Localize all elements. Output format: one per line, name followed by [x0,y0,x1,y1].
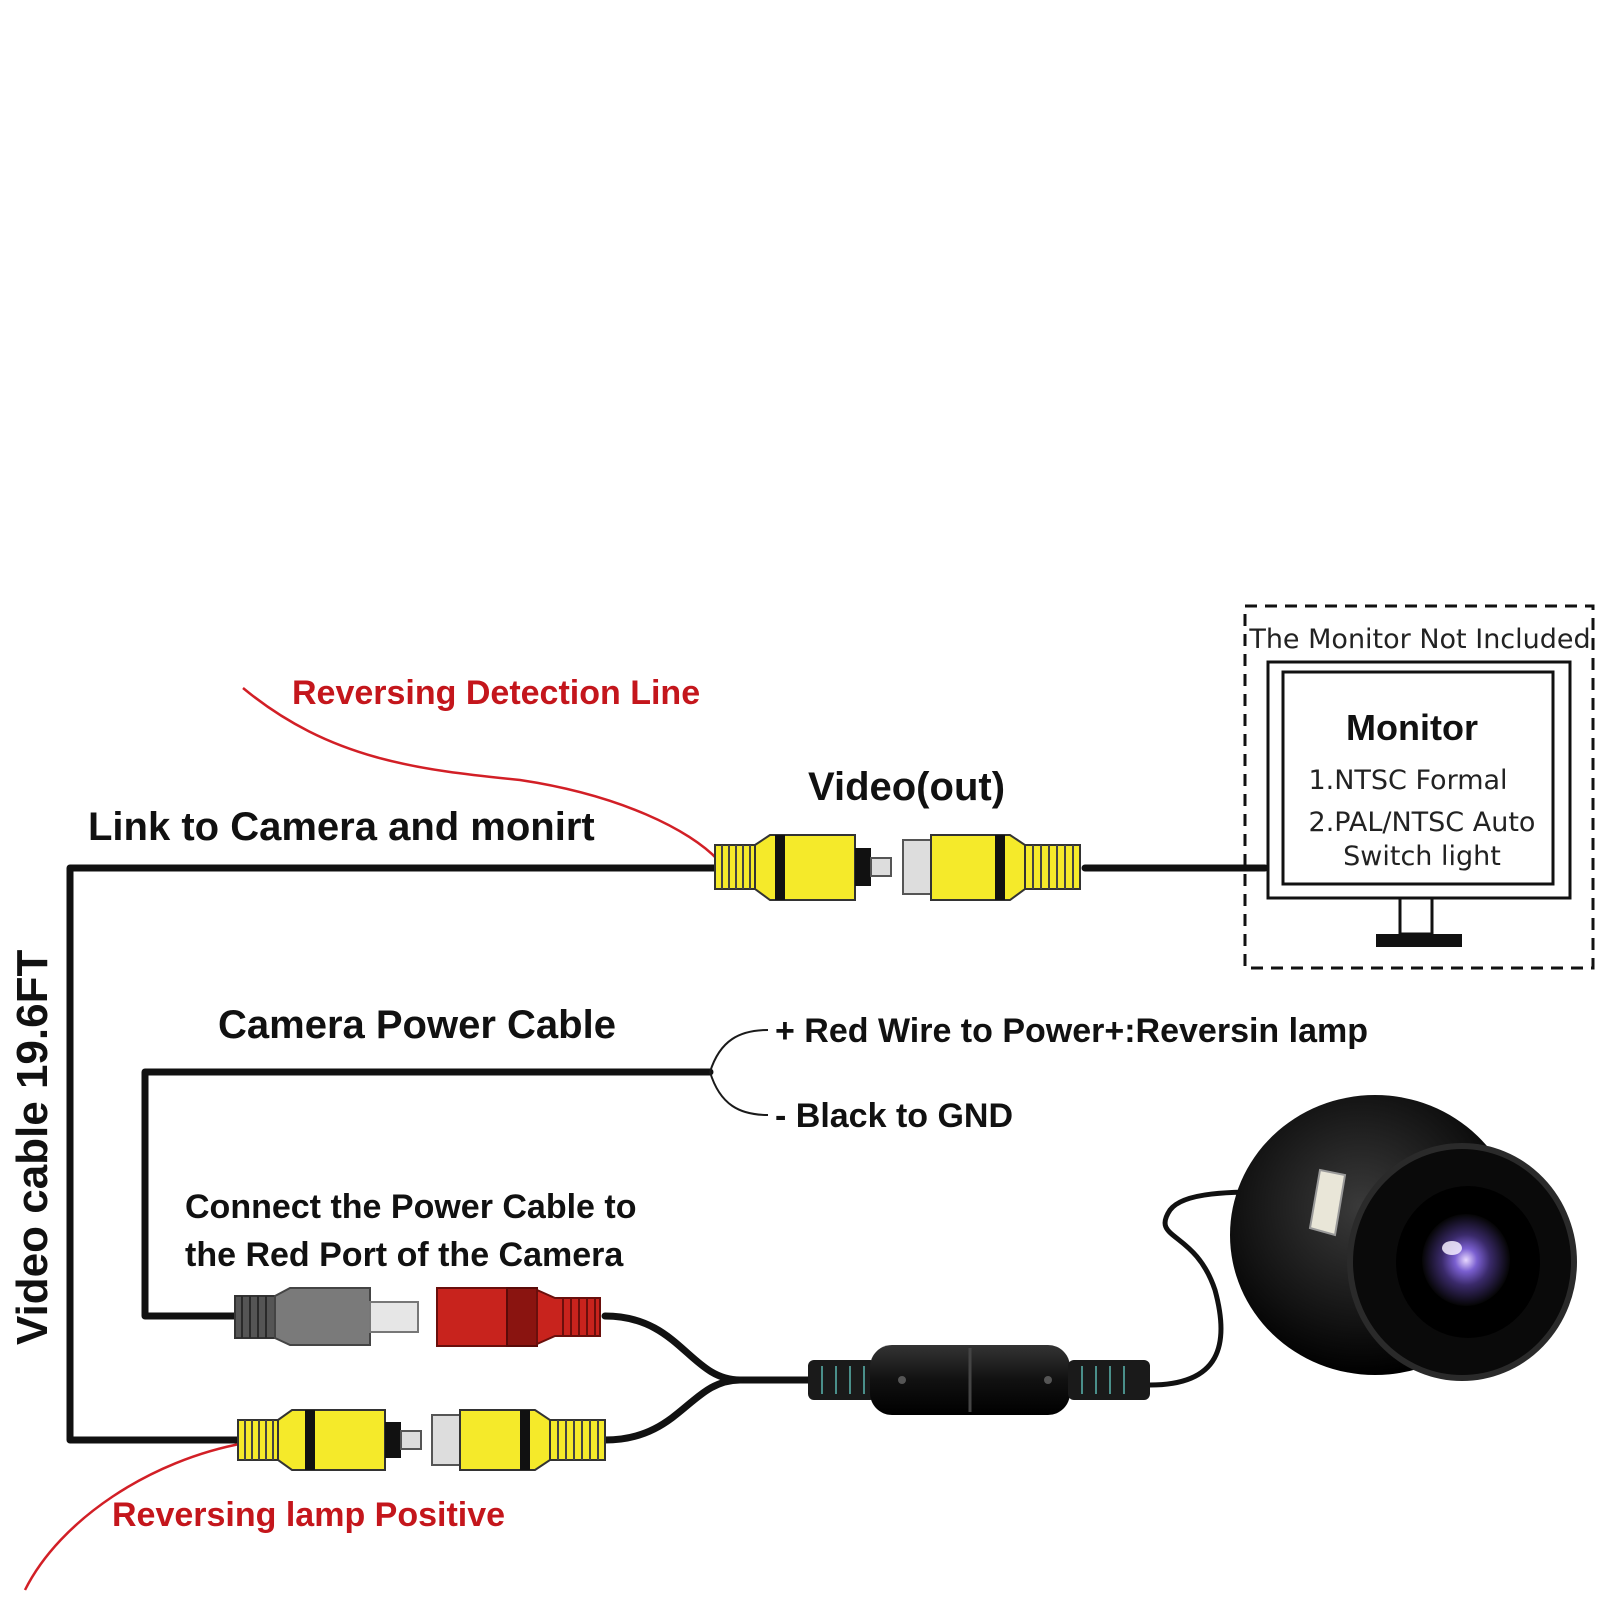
connect-power-label-line2: the Red Port of the Camera [185,1236,624,1274]
y-split-wire-yellow [601,1376,744,1444]
red-wire-label: + Red Wire to Power+:Reversin lamp [775,1012,1368,1050]
monitor-title: Monitor [1346,707,1478,748]
top-rca-female-plug [902,834,1081,901]
monitor-neck [1398,896,1434,936]
monitor-stand [1376,934,1462,947]
wires [66,864,1291,1444]
camera-pigtail-wire [1149,1189,1291,1388]
red-wire-branch [709,1029,769,1073]
camera-power-cable-label: Camera Power Cable [218,1003,616,1047]
black-wire-branch [709,1071,769,1116]
bottom-rca-female-plug [431,1409,606,1471]
labels: Reversing Detection Line Link to Camera … [8,674,1368,1534]
y-split-wire-red [601,1312,819,1384]
monitor-screen [1281,670,1555,886]
monitor-not-included-label: The Monitor Not Included [1248,624,1590,655]
camera-power-wire [141,1068,714,1320]
monitor-not-included-frame [1243,604,1595,970]
video-out-label: Video(out) [808,765,1005,809]
gray-dc-power-plug [234,1287,419,1346]
monitor-section: The Monitor Not Included Monitor 1.NTSC … [1243,604,1595,970]
monitor-spec-3: Switch light [1343,841,1501,872]
reversing-lamp-pointer [23,1441,246,1591]
rear-view-camera [1230,1095,1577,1381]
reversing-detection-pointer [242,687,719,861]
link-to-camera-label: Link to Camera and monirt [88,805,595,849]
video-cable-wire [66,864,719,1444]
reversing-lamp-positive-label: Reversing lamp Positive [112,1496,505,1534]
black-wire-label: - Black to GND [775,1097,1013,1135]
red-annotation-lines [23,687,719,1591]
camera-lens [1422,1214,1510,1306]
top-rca-male-plug [714,834,892,901]
inline-cable-connector [808,1345,1150,1415]
monitor-spec-1: 1.NTSC Formal [1308,765,1507,796]
video-cable-length-label: Video cable 19.6FT [8,950,57,1345]
connect-power-label-line1: Connect the Power Cable to [185,1188,637,1226]
reversing-detection-line-label: Reversing Detection Line [292,674,700,712]
red-dc-power-socket [436,1287,601,1347]
monitor-spec-2: 2.PAL/NTSC Auto [1309,807,1536,838]
bottom-rca-male-plug [237,1409,422,1471]
